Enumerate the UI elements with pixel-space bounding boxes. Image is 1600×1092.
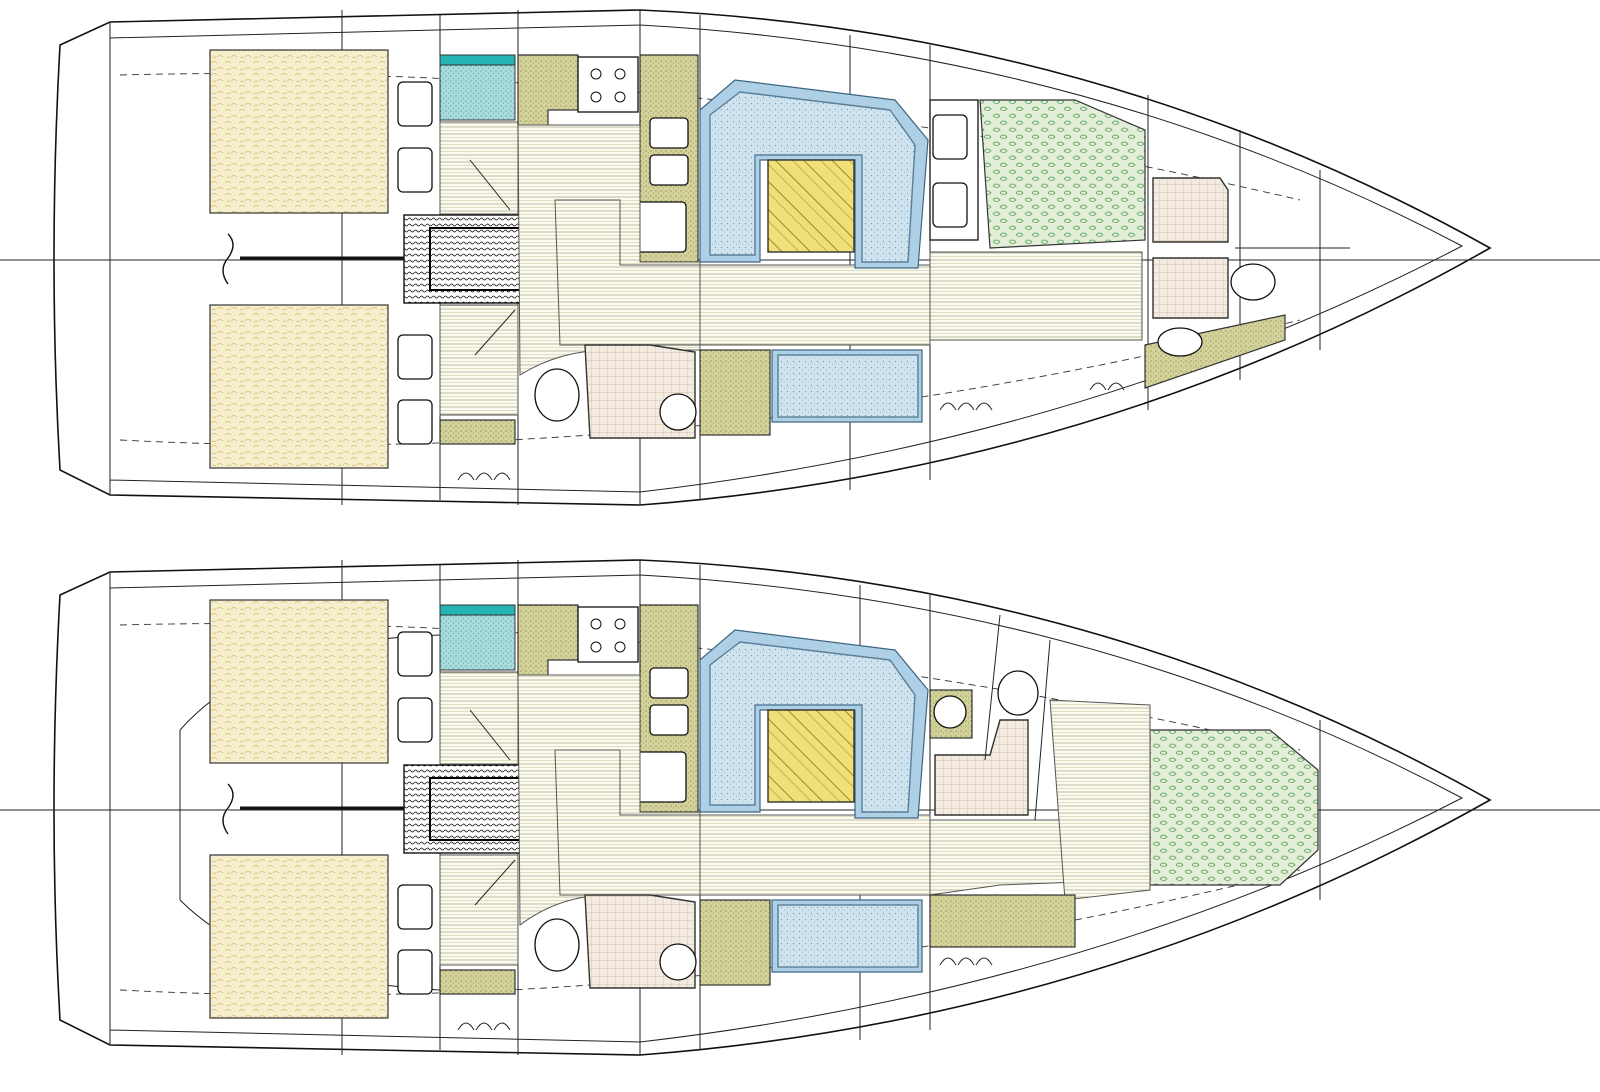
forward-berth (979, 99, 1146, 249)
pillow-icon (397, 334, 433, 380)
step-diagonal (469, 159, 511, 211)
head-walls (984, 614, 1051, 821)
companionway-steps-icon (457, 472, 511, 481)
companionway-steps-icon (939, 402, 993, 411)
fridge (439, 64, 516, 121)
sink-icon (649, 704, 689, 736)
settee-cushions (709, 91, 916, 263)
toilet-icon (997, 670, 1039, 716)
aft-berth-stbd (209, 854, 389, 1019)
companionway-steps-icon (1089, 382, 1125, 391)
fwd-locker (1152, 177, 1229, 243)
sink-icon (659, 393, 697, 431)
aft-locker (439, 419, 516, 445)
settee-stbd (777, 354, 919, 418)
nav-desk (699, 349, 771, 436)
fwd-cabin-sole (1049, 699, 1151, 901)
pillow-icon (397, 147, 433, 193)
stove-burners (590, 618, 626, 653)
fridge-lid (439, 604, 516, 616)
pillow-icon (397, 81, 433, 127)
pillow-icon (397, 949, 433, 995)
pillows (397, 81, 433, 445)
pillows (397, 631, 433, 995)
pillow-icon (397, 884, 433, 930)
pillow-icon (932, 182, 968, 228)
layout-bottom (0, 559, 1600, 1056)
companionway-steps-icon (457, 1022, 511, 1031)
pillow-icon (397, 399, 433, 445)
fwd-locker (929, 894, 1076, 948)
propeller-icon (222, 783, 234, 835)
fridge-lid (439, 54, 516, 66)
aft-step-sole-2 (439, 854, 519, 966)
pillow-icon (397, 631, 433, 677)
fridge (439, 614, 516, 671)
sink-icon (649, 154, 689, 186)
saloon-table (767, 709, 855, 803)
sink-icon (659, 943, 697, 981)
toilet-icon (1230, 263, 1276, 301)
forward-head-shower (1152, 257, 1229, 319)
aft-berth-stbd (209, 304, 389, 469)
forward-head-shower (934, 719, 1029, 816)
nav-desk (699, 899, 771, 986)
toilet-icon (534, 368, 580, 422)
step-diagonal-2 (474, 309, 516, 356)
step-diagonal (469, 709, 511, 761)
hull-outline (53, 559, 1492, 1056)
aft-berth-port (209, 599, 389, 764)
sink-icon (1157, 327, 1203, 357)
saloon-table (767, 159, 855, 253)
aft-step-sole-2 (439, 304, 519, 416)
layout-top (0, 9, 1600, 506)
stove-icon (577, 606, 639, 663)
aft-berth-port (209, 49, 389, 214)
aft-step-sole (439, 671, 519, 765)
forward-passage-sole (929, 251, 1143, 341)
propeller-icon (222, 233, 234, 285)
aft-locker (439, 969, 516, 995)
sink-icon (933, 695, 967, 729)
sink-icon (649, 117, 689, 149)
step-diagonal-2 (474, 859, 516, 906)
forward-berth (1149, 729, 1319, 886)
settee-cushions (709, 641, 916, 813)
stove-burners (590, 68, 626, 103)
companionway-steps-icon (939, 957, 993, 966)
stove-icon (577, 56, 639, 113)
fwd-head-counter (1144, 314, 1286, 389)
aft-step-sole (439, 121, 519, 215)
pillow-icon (397, 697, 433, 743)
toilet-icon (534, 918, 580, 972)
settee-stbd (777, 904, 919, 968)
pillow-icon (932, 114, 968, 160)
sink-icon (649, 667, 689, 699)
